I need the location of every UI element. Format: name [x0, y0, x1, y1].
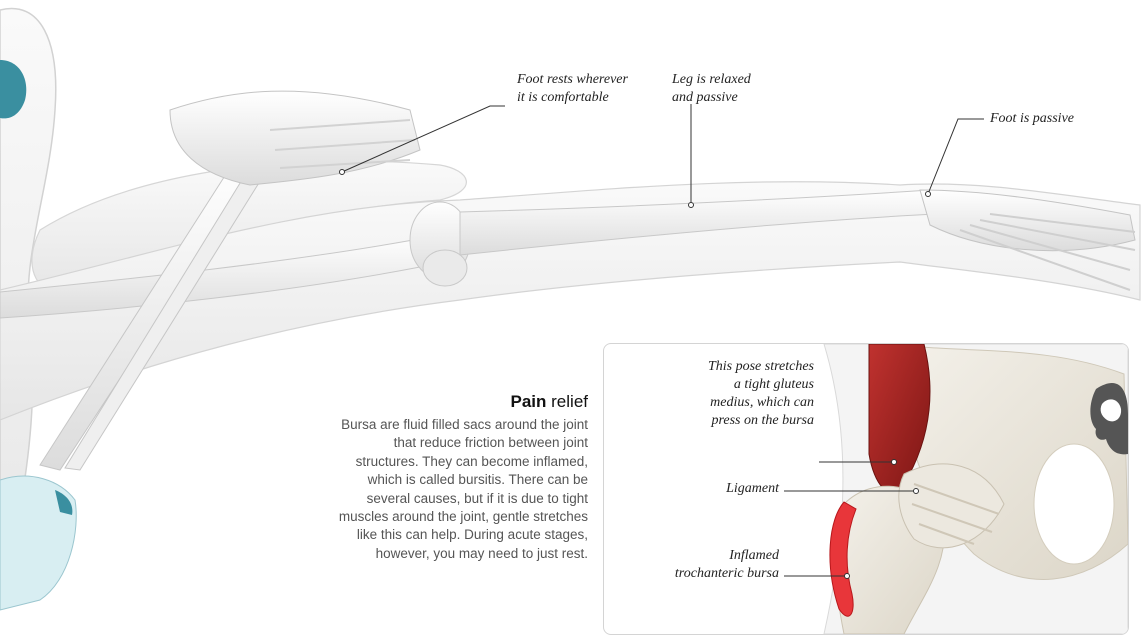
callout-dot-bursa	[845, 574, 850, 579]
callout-gluteus: This pose stretches a tight gluteus medi…	[614, 358, 814, 430]
hip-inset-panel: This pose stretches a tight gluteus medi…	[603, 343, 1129, 635]
callout-dot-foot-passive	[926, 192, 931, 197]
callout-foot-passive: Foot is passive	[990, 110, 1074, 128]
callout-dot-gluteus	[892, 460, 897, 465]
callout-dot-ligament	[914, 489, 919, 494]
pain-relief-body: Bursa are fluid filled sacs around the j…	[330, 416, 588, 563]
pain-relief-title-bold: Pain	[511, 392, 547, 411]
obturator-foramen	[1034, 444, 1114, 564]
pain-relief-title: Pain relief	[330, 392, 588, 412]
pain-relief-sidebar: Pain relief Bursa are fluid filled sacs …	[330, 392, 588, 563]
callout-foot-rests: Foot rests wherever it is comfortable	[517, 71, 628, 107]
pain-relief-title-rest: relief	[546, 392, 588, 411]
callout-line-foot-passive	[928, 119, 984, 194]
callout-leg-relaxed: Leg is relaxed and passive	[672, 71, 751, 107]
callout-ligament: Ligament	[614, 480, 779, 498]
callout-bursa: Inflamed trochanteric bursa	[614, 547, 779, 583]
callout-dot-leg	[689, 203, 694, 208]
callout-dot-foot-rests	[340, 170, 345, 175]
